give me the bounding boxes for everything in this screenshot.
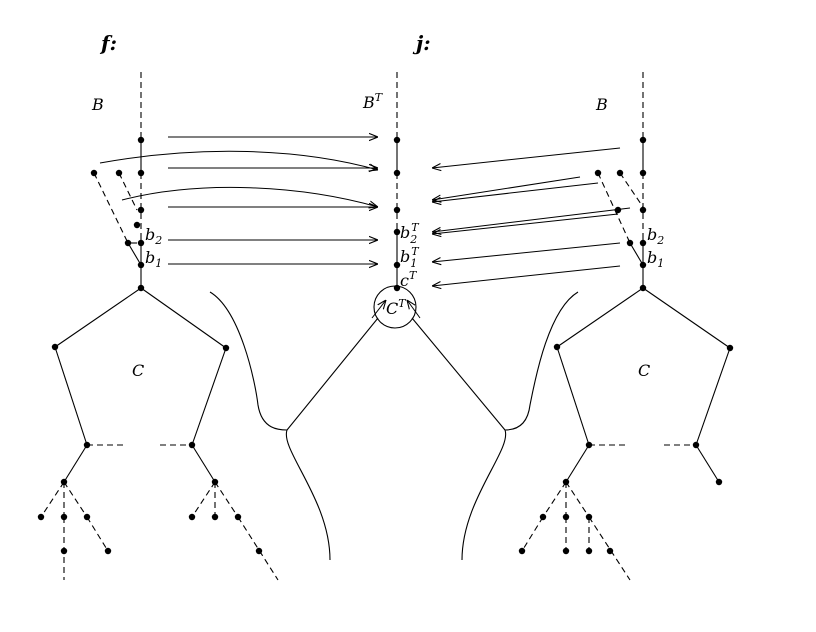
node (639, 136, 647, 144)
node (137, 136, 145, 144)
node (539, 513, 547, 521)
label-B-left: B (91, 95, 104, 114)
node (124, 239, 132, 247)
label-b2-right: b2 (647, 225, 664, 247)
left-wavy-curve (209, 291, 331, 561)
node (37, 513, 45, 521)
label-b2-left: b2 (145, 225, 162, 247)
node (585, 547, 593, 555)
j-title: j: (412, 31, 431, 55)
label-C-left: C (132, 361, 144, 380)
node (692, 441, 700, 449)
node (60, 513, 68, 521)
node (51, 343, 59, 351)
node-root (639, 284, 647, 292)
label-b1-left: b1 (145, 248, 162, 270)
node-root (137, 284, 145, 292)
node (393, 136, 401, 144)
node (594, 169, 602, 177)
node-b2T (393, 228, 401, 236)
node (715, 478, 723, 486)
node (393, 169, 401, 177)
node (553, 343, 561, 351)
label-B-right: B (595, 95, 608, 114)
node (115, 169, 123, 177)
node (234, 513, 242, 521)
node (60, 547, 68, 555)
node (211, 513, 219, 521)
label-b2T: b2T (400, 221, 420, 246)
label-b1T: b1T (400, 245, 420, 270)
node (562, 478, 570, 486)
node (606, 547, 614, 555)
node (83, 441, 91, 449)
node (188, 513, 196, 521)
node (104, 547, 112, 555)
node (585, 441, 593, 449)
node (255, 547, 263, 555)
left-tree (37, 72, 279, 581)
node-b1 (137, 261, 145, 269)
label-BT: BT (362, 91, 384, 112)
left-arrows (99, 137, 378, 264)
node (562, 547, 570, 555)
node (614, 206, 622, 214)
node-b1T (393, 261, 401, 269)
node (585, 513, 593, 521)
node-cT (393, 284, 401, 292)
right-wavy-curve (461, 291, 579, 561)
node (188, 441, 196, 449)
right-arrows (432, 147, 631, 286)
label-C-right: C (638, 361, 650, 380)
node (726, 344, 734, 352)
node (137, 206, 145, 214)
node-b2 (639, 239, 647, 247)
node (222, 344, 230, 352)
node (562, 513, 570, 521)
node (639, 206, 647, 214)
node (518, 547, 526, 555)
node (639, 169, 647, 177)
node (616, 169, 624, 177)
left-tree-nodes (37, 136, 263, 555)
node (137, 169, 145, 177)
label-CT: CT (386, 297, 407, 318)
node (90, 169, 98, 177)
center-chain (286, 72, 506, 431)
node (626, 239, 634, 247)
node (60, 478, 68, 486)
label-b1-right: b1 (647, 248, 664, 270)
node-b2 (137, 239, 145, 247)
node (133, 221, 141, 229)
label-cT: cT (400, 269, 418, 290)
f-title: f: (99, 31, 117, 55)
right-tree-nodes (518, 136, 734, 555)
right-tree (518, 72, 734, 581)
node (83, 513, 91, 521)
node-b1 (639, 261, 647, 269)
node (211, 478, 219, 486)
node (393, 206, 401, 214)
